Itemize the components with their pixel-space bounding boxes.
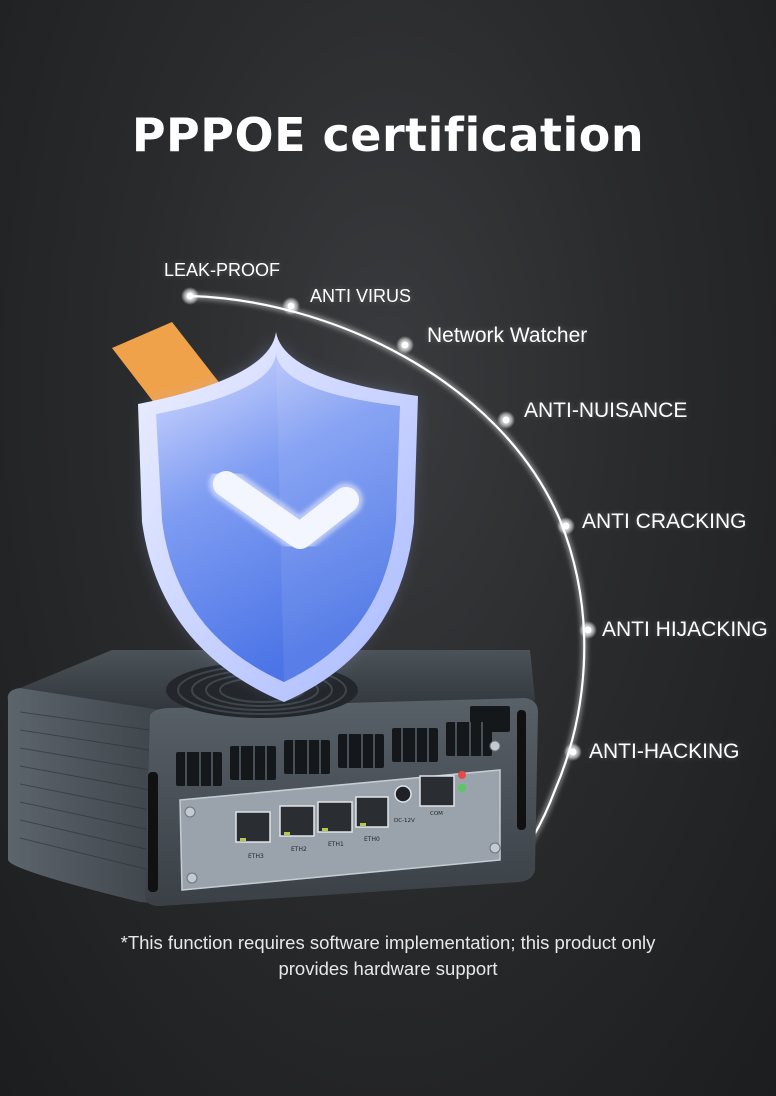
arc-node-icon	[497, 411, 515, 429]
port-label: ETH3	[248, 853, 264, 860]
feature-leak-proof: LEAK-PROOF	[164, 260, 281, 280]
port-label: ETH0	[364, 836, 380, 843]
arc-node-icon	[181, 287, 199, 305]
power-label: DC-12V	[394, 818, 415, 824]
port-label: ETH1	[328, 841, 344, 848]
page-title: PPPOE certification	[131, 108, 645, 162]
footnote-line-1: *This function requires software impleme…	[120, 932, 656, 953]
feature-anti-hacking: ANTI-HACKING	[589, 740, 740, 763]
arc-node-icon	[557, 517, 575, 535]
feature-anti-hijacking: ANTI HIJACKING	[602, 618, 768, 641]
feature-anti-cracking: ANTI CRACKING	[582, 510, 747, 533]
arc-node-icon	[564, 743, 582, 761]
footnote: *This function requires software impleme…	[0, 930, 776, 982]
arc-nodes	[181, 287, 597, 761]
feature-anti-nuisance: ANTI-NUISANCE	[524, 399, 688, 422]
mini-pc-device: ETH3 ETH2 ETH1 ETH0 DC-12V COM	[7, 650, 538, 906]
footnote-line-2: provides hardware support	[278, 958, 498, 979]
console-label: COM	[430, 811, 443, 817]
feature-network-watcher: Network Watcher	[427, 324, 588, 347]
port-label: ETH2	[291, 846, 307, 853]
ethernet-ports	[235, 775, 455, 843]
arc-node-icon	[282, 297, 300, 315]
feature-arc	[189, 292, 588, 861]
arc-node-icon	[396, 336, 414, 354]
feature-anti-virus: ANTI VIRUS	[310, 286, 412, 306]
arc-node-icon	[579, 621, 597, 639]
shield-check-icon	[138, 332, 418, 702]
